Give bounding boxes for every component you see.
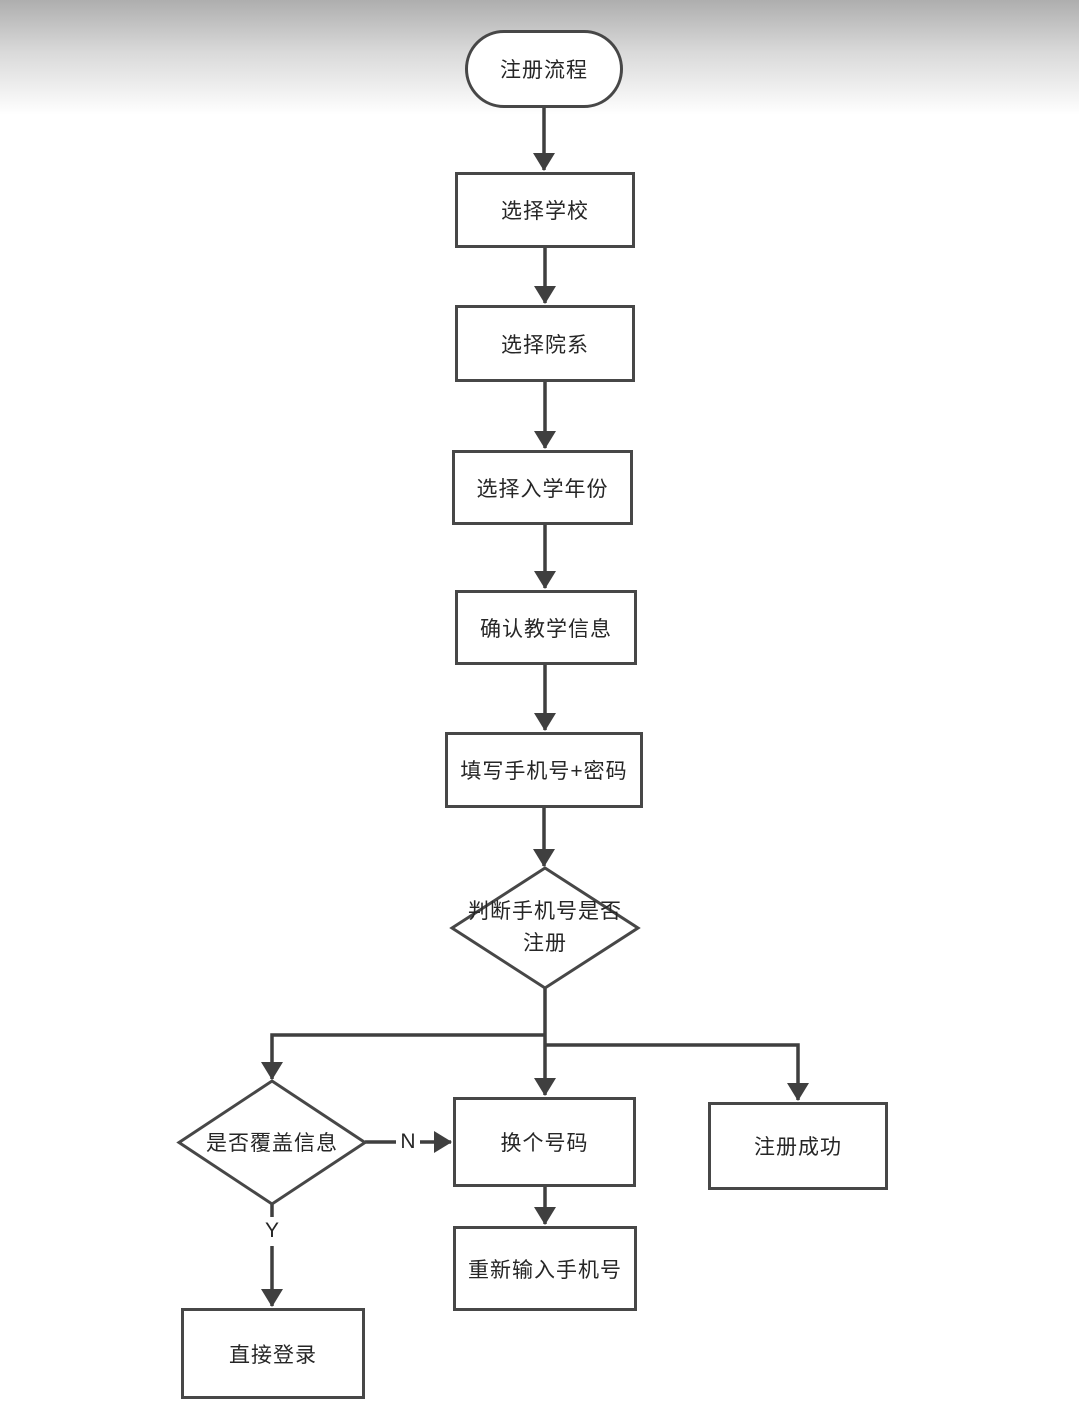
node-register-success: 注册成功 <box>708 1102 888 1190</box>
connector-check-registered-to-register-success <box>545 1043 809 1101</box>
node-select-enrollment-year-label: 选择入学年份 <box>476 477 609 501</box>
node-select-department-label: 选择院系 <box>501 333 589 357</box>
decision-check-phone-registered-shape <box>449 866 641 990</box>
node-fill-phone-password-label: 填写手机号+密码 <box>460 760 628 783</box>
node-direct-login-label: 直接登录 <box>229 1343 317 1367</box>
node-reenter-phone: 重新输入手机号 <box>453 1226 637 1311</box>
node-confirm-teaching-info-label: 确认教学信息 <box>480 617 612 641</box>
node-check-phone-registered-label: 判断手机号是否注册 <box>468 900 622 955</box>
node-select-school: 选择学校 <box>455 172 635 248</box>
edge-label-yes: Y <box>264 1219 279 1242</box>
decision-overwrite-info-shape <box>176 1079 368 1206</box>
node-confirm-teaching-info: 确认教学信息 <box>455 590 637 665</box>
node-select-school-label: 选择学校 <box>501 200 589 223</box>
connector-check-registered-to-overwrite-info <box>261 1033 545 1080</box>
node-change-number-label: 换个号码 <box>500 1132 589 1155</box>
node-register-success-label: 注册成功 <box>754 1136 842 1159</box>
node-select-enrollment-year: 选择入学年份 <box>452 450 633 525</box>
node-start-terminator: 注册流程 <box>465 30 623 108</box>
edge-label-no: N <box>400 1130 416 1153</box>
node-reenter-phone-label: 重新输入手机号 <box>468 1258 622 1282</box>
node-fill-phone-password: 填写手机号+密码 <box>445 732 643 808</box>
node-overwrite-info-label: 是否覆盖信息 <box>206 1132 338 1155</box>
node-select-department: 选择院系 <box>455 305 635 382</box>
node-direct-login: 直接登录 <box>181 1308 365 1399</box>
node-start-label: 注册流程 <box>500 59 588 82</box>
node-change-number: 换个号码 <box>453 1097 636 1187</box>
